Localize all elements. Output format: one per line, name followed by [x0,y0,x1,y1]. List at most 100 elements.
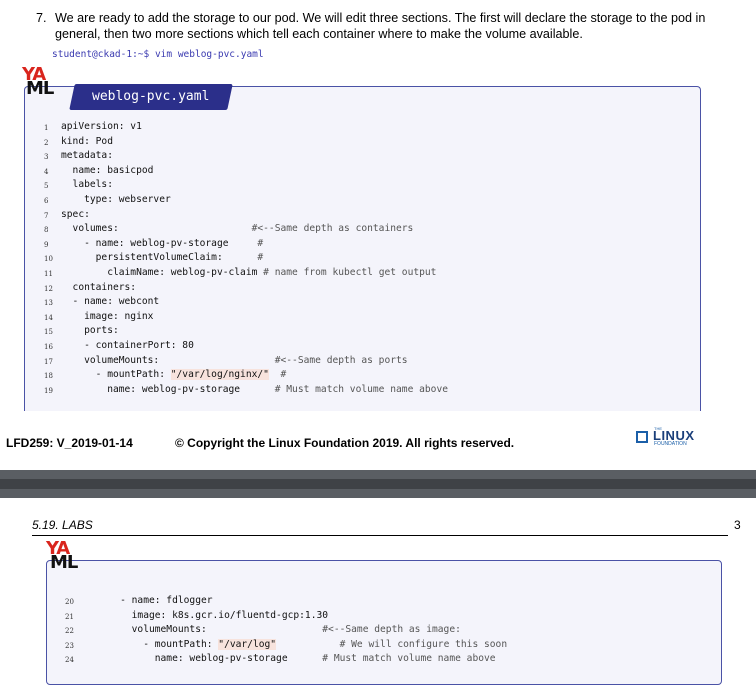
code-text: name: weblog-pv-storage [61,383,275,395]
code-text: containers: [61,281,137,293]
code-comment: # [257,237,264,249]
code-text: name: basicpod [61,164,154,176]
yaml-logo-2-top: YA [46,538,70,559]
code-text: - name: weblog-pv-storage [61,237,258,249]
code-line: 23 - mountPath: "/var/log" # We will con… [65,638,508,652]
code-text: apiVersion: v1 [61,121,142,132]
line-number: 21 [65,612,74,621]
step-text: We are ready to add the storage to our p… [55,11,706,41]
code-line: 12 containers: [44,281,137,295]
code-line: 14 image: nginx [44,310,154,324]
page-number: 3 [734,518,741,532]
code-text: type: webserver [61,194,171,205]
line-number: 22 [65,627,74,636]
code-text: - name: webcont [61,296,160,308]
line-number: 20 [65,598,74,606]
code-line: 18 - mountPath: "/var/log/nginx/" # [44,368,286,382]
linux-foundation-icon [636,431,648,443]
code-text: image: nginx [61,310,154,322]
line-number: 19 [44,386,53,395]
logo-the: THE [654,426,662,431]
line-number: 3 [44,153,49,162]
line-number: 16 [44,343,53,351]
separator-band [0,479,756,489]
code-text: volumes: [61,223,252,235]
code-string: "/var/log" [218,638,277,650]
code-line: 9 - name: weblog-pv-storage # [44,237,264,251]
code-line: 4 name: basicpod [44,164,154,178]
page-header: 5.19. LABS 3 [0,518,756,536]
footer-version: LFD259: V_2019-01-14 [6,436,133,450]
line-number: 14 [44,313,53,322]
code-comment: #<--Same depth as image: [322,624,461,636]
code-comment: #<--Same depth as containers [251,223,414,235]
line-number: 9 [44,240,49,249]
code-line: 8 volumes: #<--Same depth as containers [44,222,414,236]
footer-copyright: © Copyright the Linux Foundation 2019. A… [175,436,515,450]
line-number: 24 [65,656,74,665]
code-box-2 [46,560,722,685]
section-title: 5.19. LABS [32,518,93,532]
code-line: 17 volumeMounts: #<--Same depth as ports [44,354,408,368]
line-number: 10 [44,255,53,264]
code-text: volumeMounts: [61,354,275,366]
code-comment: # Must match volume name above [322,653,496,665]
code-comment: #<--Same depth as ports [274,354,408,366]
code-comment: # name from kubectl get output [263,267,437,278]
step-number: 7. [36,11,47,25]
line-number: 7 [44,211,49,220]
code-comment: # [257,252,264,264]
code-text: - name: fdlogger [97,595,213,606]
code-text: - mountPath: [97,638,219,650]
code-text: labels: [61,179,113,191]
code-comment: # We will configure this soon [339,638,508,650]
line-number: 11 [44,270,53,278]
line-number: 12 [44,284,53,293]
line-number: 5 [44,182,49,191]
code-text: - containerPort: 80 [61,340,194,351]
line-number: 17 [44,357,53,366]
code-string: "/var/log/nginx/" [170,369,269,381]
yaml-logo-bottom: ML [26,78,54,99]
code-text: kind: Pod [61,135,113,147]
line-number: 6 [44,197,49,205]
code-line: 13 - name: webcont [44,295,160,309]
code-text: persistentVolumeClaim: [61,252,258,264]
line-number: 13 [44,299,53,308]
line-number: 1 [44,124,49,132]
code-line: 11 claimName: weblog-pv-claim # name fro… [44,266,437,280]
shell-command: student@ckad-1:~$ vim weblog-pvc.yaml [52,49,264,60]
code-text: - mountPath: [61,369,171,381]
code-text: ports: [61,325,119,337]
code-line: 10 persistentVolumeClaim: # [44,251,264,265]
line-number: 8 [44,226,49,235]
code-comment: # Must match volume name above [274,383,448,395]
file-tab: weblog-pvc.yaml [69,84,233,110]
code-line: 16 - containerPort: 80 [44,339,194,353]
line-number: 15 [44,328,53,337]
code-line: 2 kind: Pod [44,135,113,149]
line-number: 2 [44,138,49,147]
code-text [269,369,281,380]
line-number: 23 [65,641,74,650]
linux-foundation-logo: THE LINUX FOUNDATION [636,426,706,448]
logo-foundation: FOUNDATION [654,441,687,447]
code-line: 19 name: weblog-pv-storage # Must match … [44,383,448,397]
header-rule [32,535,728,536]
yaml-logo-top: YA [22,64,46,85]
code-text: claimName: weblog-pv-claim [61,267,264,278]
code-box-1 [24,86,701,411]
line-number: 4 [44,167,49,176]
code-line: 5 labels: [44,178,113,192]
code-line: 21 image: k8s.gcr.io/fluentd-gcp:1.30 [65,609,329,623]
logo-linux: LINUX [653,428,695,443]
code-line: 22 volumeMounts: #<--Same depth as image… [65,623,461,637]
code-text: volumeMounts: [97,624,323,636]
code-text: image: k8s.gcr.io/fluentd-gcp:1.30 [97,609,329,621]
code-line: 1 apiVersion: v1 [44,120,142,134]
line-number: 18 [44,372,53,381]
page-footer: LFD259: V_2019-01-14 © Copyright the Lin… [0,436,756,456]
page-separator [0,470,756,498]
